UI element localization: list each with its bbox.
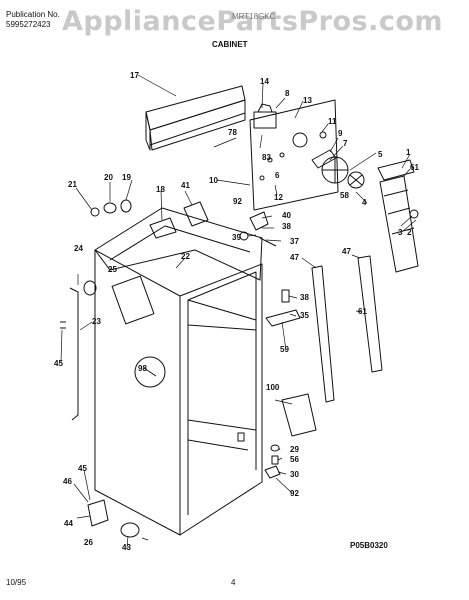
- callout-21: 21: [68, 180, 77, 189]
- part-air-duct: [379, 175, 419, 273]
- part-cabinet-shell: [94, 207, 263, 536]
- part-damper-knob: [409, 209, 419, 219]
- part-nut-21: [90, 207, 100, 217]
- part-hinge-44: [87, 499, 109, 527]
- callout-22: 22: [181, 252, 190, 261]
- callout-38b: 38: [300, 293, 309, 302]
- part-fan-blade: [347, 171, 365, 189]
- callout-100: 100: [266, 383, 280, 392]
- callout-41: 41: [181, 181, 190, 190]
- part-duct-top: [377, 159, 415, 181]
- callout-18: 18: [156, 185, 165, 194]
- callout-92a: 92: [233, 197, 242, 206]
- callout-20: 20: [104, 173, 113, 182]
- callout-45b: 45: [78, 464, 87, 473]
- part-grommet: [83, 280, 97, 296]
- callout-47a: 47: [290, 253, 299, 262]
- callout-56: 56: [290, 455, 299, 464]
- callout-19: 19: [122, 173, 131, 182]
- callout-25: 25: [108, 265, 117, 274]
- callout-11: 11: [328, 117, 337, 126]
- callout-3: 3: [398, 228, 403, 237]
- callout-61a: 61: [410, 163, 419, 172]
- callout-5: 5: [378, 150, 383, 159]
- callout-labels: 17 14 8 13 78 83 11 9 7 5 1 61 10 6 12 5…: [54, 71, 419, 552]
- callout-6: 6: [275, 171, 280, 180]
- callout-43: 43: [122, 543, 131, 552]
- callout-37: 37: [290, 237, 299, 246]
- callout-1: 1: [406, 148, 411, 157]
- callout-59: 59: [280, 345, 289, 354]
- part-top-rail: [145, 85, 246, 131]
- part-trim-left: [311, 265, 335, 403]
- callout-12: 12: [274, 193, 283, 202]
- callout-39: 39: [232, 233, 241, 242]
- callout-44: 44: [64, 519, 73, 528]
- footer-date: 10/95: [6, 578, 27, 587]
- callout-47b: 47: [342, 247, 351, 256]
- callout-45a: 45: [54, 359, 63, 368]
- part-thermostat: [249, 211, 269, 231]
- part-bracket: [253, 111, 277, 129]
- part-motor-bracket: [311, 149, 337, 169]
- callout-30: 30: [290, 470, 299, 479]
- callout-4: 4: [362, 198, 367, 207]
- callout-26: 26: [84, 538, 93, 547]
- part-leveler: [120, 522, 140, 538]
- footer-page-number: 4: [231, 578, 236, 587]
- publication-label: Publication No.: [6, 10, 60, 19]
- part-light-housing: [183, 201, 209, 227]
- part-cap-20: [103, 202, 117, 214]
- publication-number: 5995272423: [6, 20, 51, 29]
- watermark: AppliancePartsPros.com: [62, 6, 444, 37]
- callout-14: 14: [260, 77, 269, 86]
- part-cap-19: [120, 199, 132, 213]
- callout-24: 24: [74, 244, 83, 253]
- part-support-38: [281, 289, 290, 303]
- callout-10: 10: [209, 176, 218, 185]
- part-hinge-30: [264, 465, 281, 479]
- diagram-code: P05B0320: [350, 541, 388, 550]
- part-trim-right: [357, 255, 383, 373]
- callout-61b: 61: [358, 307, 367, 316]
- callout-13: 13: [303, 96, 312, 105]
- callout-2: 2: [407, 228, 412, 237]
- part-light-shield: [281, 393, 317, 437]
- callout-83: 83: [262, 153, 271, 162]
- section-title: CABINET: [212, 40, 248, 49]
- callout-46: 46: [63, 477, 72, 486]
- part-support-35: [265, 309, 301, 327]
- callout-58: 58: [340, 191, 349, 200]
- part-control-housing: [149, 217, 177, 239]
- callout-9: 9: [338, 129, 343, 138]
- callout-92b: 92: [290, 489, 299, 498]
- part-rear-panel: [249, 99, 339, 211]
- part-drain-access: [134, 356, 166, 388]
- callout-40: 40: [282, 211, 291, 220]
- callout-23: 23: [92, 317, 101, 326]
- callout-35: 35: [300, 311, 309, 320]
- callout-17: 17: [130, 71, 139, 80]
- callout-8a: 8: [285, 89, 290, 98]
- callout-98: 98: [138, 364, 147, 373]
- part-drain-tube: [69, 287, 79, 421]
- callout-78: 78: [228, 128, 237, 137]
- callout-29: 29: [290, 445, 299, 454]
- callout-7: 7: [343, 139, 348, 148]
- callout-38a: 38: [282, 222, 291, 231]
- model-number: MRT18GKC: [232, 12, 276, 21]
